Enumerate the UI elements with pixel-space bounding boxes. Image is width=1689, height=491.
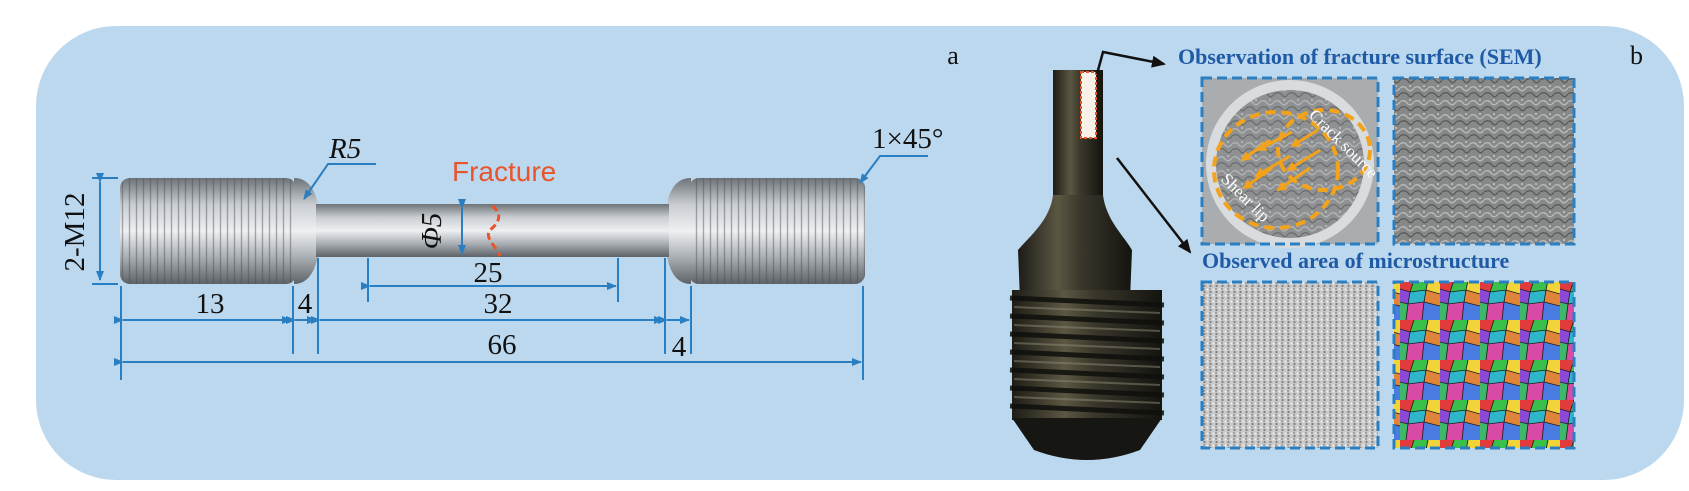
sem-title: Observation of fracture surface (SEM) xyxy=(1178,44,1542,69)
dim-thread-label: 2-M12 xyxy=(59,193,91,272)
dim-66-label: 66 xyxy=(488,329,517,361)
dim-radius-label: R5 xyxy=(328,133,361,165)
dim-4b-label: 4 xyxy=(672,331,687,363)
gauge-section xyxy=(316,204,669,257)
dim-diameter-label: Φ5 xyxy=(416,213,448,250)
dim-4a-label: 4 xyxy=(298,288,313,320)
specimen-drawing xyxy=(120,178,865,284)
optical-microstructure-image xyxy=(1200,280,1380,450)
dim-25-label: 25 xyxy=(474,257,503,289)
panel-a-letter: a xyxy=(947,41,959,70)
dim-13-label: 13 xyxy=(196,288,225,320)
microstructure-title: Observed area of microstructure xyxy=(1202,248,1510,273)
dimension-lines xyxy=(92,155,928,380)
sem-detail-image xyxy=(1392,76,1576,246)
fracture-label: Fracture xyxy=(452,156,556,187)
dim-chamfer-label: 1×45° xyxy=(872,123,943,155)
panel-b-letter: b xyxy=(1630,41,1643,70)
dim-32-label: 32 xyxy=(484,288,513,320)
leader-arrows xyxy=(1095,50,1192,254)
sem-fracture-image: Crack source Shear lip xyxy=(1200,76,1382,248)
fracture-line xyxy=(486,204,502,257)
ebsd-grain-map-image xyxy=(1392,280,1576,450)
fractured-specimen-photo xyxy=(1009,70,1165,460)
